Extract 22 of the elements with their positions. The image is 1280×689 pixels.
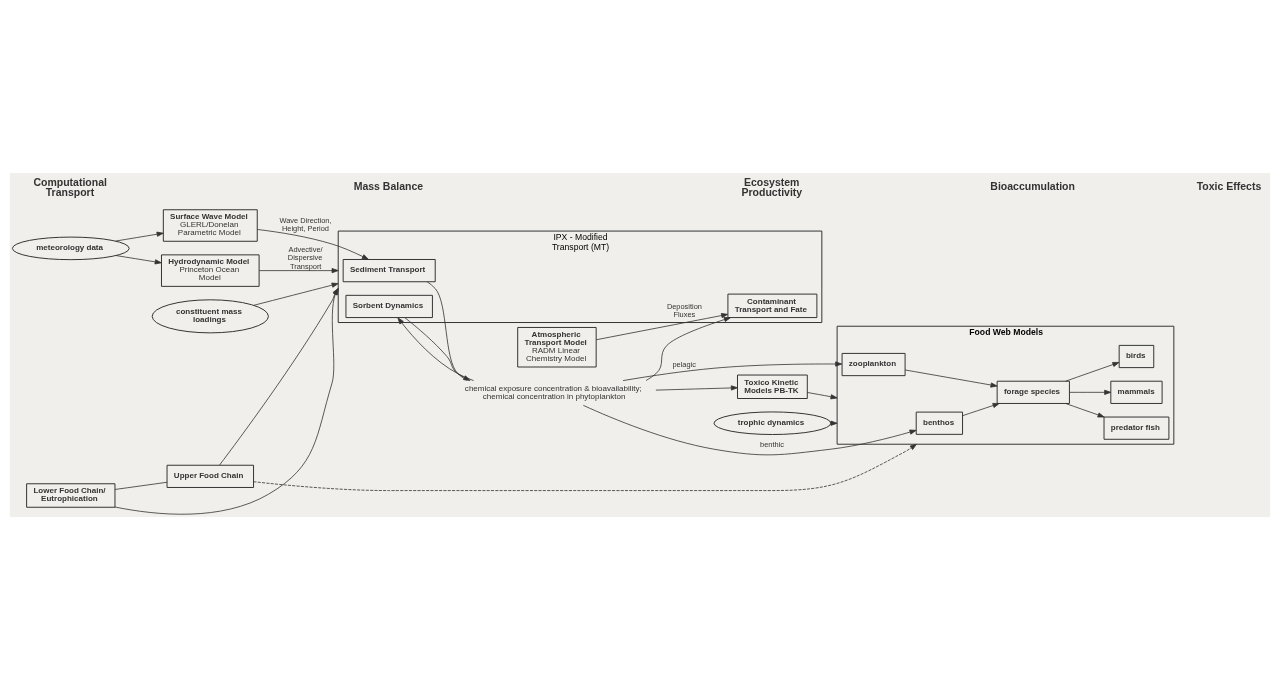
arrow [655,384,738,390]
arrow [253,443,917,491]
arrow [1065,361,1120,382]
arrow [115,231,164,241]
label: Computational Transport [33,175,107,198]
label: Ecosystem Productivity [741,175,803,198]
arrow [595,312,729,340]
arrow [256,228,369,260]
arrow [904,369,998,388]
arrow [622,360,843,381]
arrow [807,391,838,399]
arrow [962,402,1000,416]
label: Mass Balance [353,179,424,192]
label: Toxic Effects [1196,179,1262,192]
arrow [645,316,731,381]
label: Bioaccumulation [990,179,1075,192]
arrow [115,254,162,264]
arrow [1065,402,1105,417]
arrow [1069,389,1112,395]
connector [114,481,168,490]
arrow [582,404,917,455]
arrow [258,267,339,273]
